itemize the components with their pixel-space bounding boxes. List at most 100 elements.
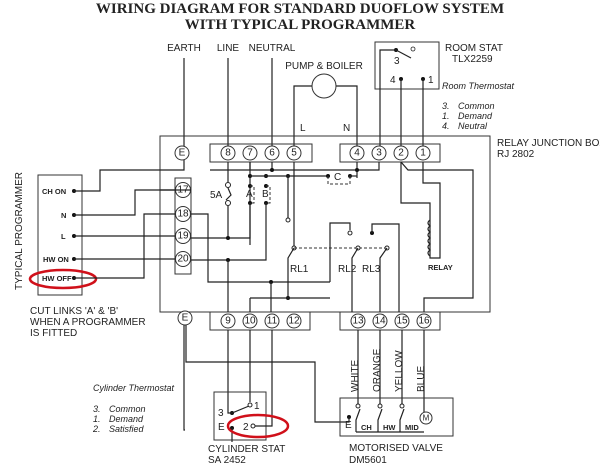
relay-coil-label: RELAY [428,263,453,272]
terminal-label-3: 3 [376,148,382,159]
wire-white-label: WHITE [350,359,361,392]
valve-switch-hw [377,408,383,432]
terminal-label-7: 7 [247,148,253,159]
programmer-terminal-hw-on: HW ON [43,255,69,264]
svg-text:2.: 2. [92,424,101,434]
programmer-title: TYPICAL PROGRAMMER [14,172,25,290]
terminal-label-1: 1 [420,148,426,159]
cylinder-stat-terminal-e: E [218,422,225,433]
link-b-label: B [262,189,269,200]
terminal-label-5: 5 [291,148,297,159]
room-stat-box [374,41,440,90]
terminal-label-16: 16 [418,316,430,327]
svg-text:Demand: Demand [109,414,144,424]
terminal-strip-top-right [339,143,441,163]
valve-earth-label: E [345,420,352,431]
rl2-label: RL2 [338,264,357,275]
room-stat-legend: 3. Common 1. Demand 4. Neutral [442,101,495,131]
terminal-12 [286,313,302,329]
terminal-3 [371,145,387,161]
programmer-note-2: WHEN A PROGRAMMER [30,317,146,328]
room-stat-caption: Room Thermostat [442,81,515,91]
earth-terminal-top [174,145,190,161]
terminal-11 [264,313,280,329]
highlight-cylinder-terminal-2 [226,413,290,439]
relay-switch-rl2 [351,247,359,312]
neutral-label: NEUTRAL [249,43,296,54]
earth-terminal-bottom [177,310,193,326]
fuse-label: 5A [210,190,223,201]
terminal-label-6: 6 [269,148,275,159]
valve-switch-ch [355,408,361,432]
terminal-16 [416,313,432,329]
terminal-13 [350,313,366,329]
pump-symbol [311,73,337,99]
terminal-6 [264,145,280,161]
room-stat-terminal-3: 3 [394,56,400,67]
room-stat-name: ROOM STAT [445,43,503,54]
cylinder-stat-switch [227,405,250,414]
terminal-label-18: 18 [177,209,189,220]
pump-l-label: L [300,123,306,134]
terminal-label-14: 14 [374,316,386,327]
cylinder-stat-model: SA 2452 [208,455,246,466]
terminal-label-20: 20 [177,254,189,265]
link-a-label: A [246,189,253,200]
valve-hw-label: HW [383,423,396,432]
valve-mid-label: MID [405,423,419,432]
terminal-7 [242,145,258,161]
svg-text:E: E [182,313,189,324]
terminal-20 [175,251,191,267]
terminal-19 [175,228,191,244]
junction-box-name: RELAY JUNCTION BOX [497,138,600,149]
programmer-terminal-l: L [61,232,66,241]
svg-text:Demand: Demand [458,111,493,121]
earth-label: EARTH [167,43,201,54]
terminal-label-2: 2 [398,148,404,159]
cylinder-stat-terminal-2: 2 [243,422,249,433]
terminal-label-19: 19 [177,231,189,242]
title-line-1: WIRING DIAGRAM FOR STANDARD DUOFLOW SYST… [96,1,504,17]
rl1-label: RL1 [290,264,309,275]
cylinder-stat-caption: Cylinder Thermostat [93,383,175,393]
valve-model: DM5601 [349,455,387,466]
svg-text:Common: Common [109,404,146,414]
svg-text:E: E [179,148,186,159]
svg-text:4.: 4. [442,121,450,131]
terminal-label-10: 10 [244,316,256,327]
terminal-label-11: 11 [267,316,278,327]
terminal-2 [393,145,409,161]
cylinder-stat-name: CYLINDER STAT [208,444,285,455]
terminal-8 [220,145,236,161]
valve-switch-mid [399,408,405,432]
cylinder-stat-legend: 3. Common 1. Demand 2. Satisfied [92,404,146,434]
line-label: LINE [217,43,240,54]
title-line-2: WITH TYPICAL PROGRAMMER [185,17,416,33]
relay-switch-rl1 [287,247,295,298]
svg-text:Common: Common [458,101,495,111]
terminal-strip-top-left [209,143,313,163]
terminal-18 [175,206,191,222]
terminal-strip-bottom-left [209,311,311,331]
terminal-label-8: 8 [225,148,231,159]
wire-yellow-label: YELLOW [394,350,405,392]
motorised-valve-box [339,397,454,437]
svg-text:M: M [423,414,430,423]
terminal-10 [242,313,258,329]
junction-box [159,135,491,313]
relay-switch-rl3 [379,247,388,312]
terminal-label-15: 15 [396,316,408,327]
programmer-note-1: CUT LINKS 'A' & 'B' [30,306,118,317]
pump-boiler-label: PUMP & BOILER [285,61,363,72]
terminal-14 [372,313,388,329]
svg-text:Neutral: Neutral [458,121,488,131]
rl3-label: RL3 [362,264,381,275]
svg-text:1.: 1. [442,111,450,121]
svg-text:3.: 3. [93,404,101,414]
terminal-strip-side [174,177,192,275]
svg-text:Satisfied: Satisfied [109,424,145,434]
terminal-label-13: 13 [352,316,364,327]
programmer-terminal-hw-off: HW OFF [42,274,72,283]
programmer-terminal-ch-on: CH ON [42,187,66,196]
